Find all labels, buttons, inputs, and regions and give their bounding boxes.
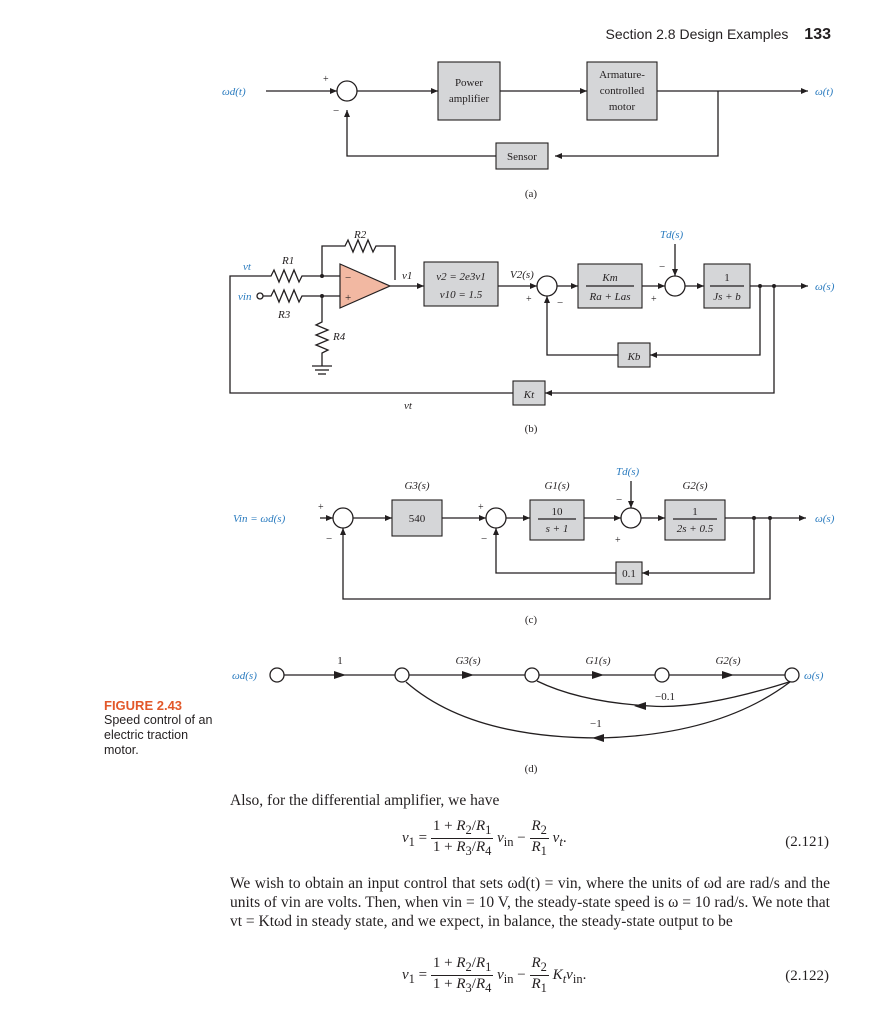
figure-number: FIGURE 2.43 xyxy=(104,698,183,713)
svg-text:Js + b: Js + b xyxy=(713,291,741,303)
svg-text:−1: −1 xyxy=(590,718,602,730)
svg-text:2s + 0.5: 2s + 0.5 xyxy=(677,523,714,535)
svg-text:1: 1 xyxy=(724,272,730,284)
diagram-c: Vin = ωd(s) + − G3(s) 540 + − G1(s) 10 s… xyxy=(233,466,835,626)
svg-text:G1(s): G1(s) xyxy=(585,655,610,667)
svg-text:ω(s): ω(s) xyxy=(804,670,824,682)
svg-text:Power: Power xyxy=(455,77,483,89)
figure-caption-text: Speed control of an electric traction mo… xyxy=(104,713,213,757)
svg-text:Vin = ωd(s): Vin = ωd(s) xyxy=(233,513,286,525)
svg-text:−: − xyxy=(345,272,351,284)
svg-text:+: + xyxy=(651,294,657,305)
svg-text:amplifier: amplifier xyxy=(449,93,490,105)
a-output-label: ω(t) xyxy=(815,86,833,98)
sensor-block xyxy=(495,142,549,170)
armature-motor-block xyxy=(586,61,658,121)
svg-text:G3(s): G3(s) xyxy=(455,655,480,667)
panel-label-b: (b) xyxy=(525,423,538,435)
svg-text:Ra + Las: Ra + Las xyxy=(588,291,630,303)
svg-text:10: 10 xyxy=(552,506,564,518)
diagram-d: ωd(s) 1 G3(s) G1(s) G2(s) ω(s) −0.1 −1 (… xyxy=(232,655,824,775)
svg-text:G2(s): G2(s) xyxy=(715,655,740,667)
svg-text:−: − xyxy=(557,297,563,309)
svg-text:vin: vin xyxy=(238,291,252,303)
svg-text:1: 1 xyxy=(692,506,698,518)
op-amp xyxy=(339,263,392,309)
svg-text:R2: R2 xyxy=(353,229,367,241)
svg-text:1: 1 xyxy=(337,655,343,667)
equation-number-122: (2.122) xyxy=(785,968,829,984)
svg-text:−0.1: −0.1 xyxy=(655,691,675,703)
svg-text:+: + xyxy=(615,535,621,546)
svg-text:ω(s): ω(s) xyxy=(815,513,835,525)
diagram-b: vt R1 vin R3 R2 R4 − + v1 v2 = 2e3v1 v10… xyxy=(229,229,835,435)
svg-text:R4: R4 xyxy=(332,331,346,343)
svg-text:Td(s): Td(s) xyxy=(660,229,684,241)
power-amplifier-block xyxy=(437,61,501,121)
diagram-a: ωd(t) + − Power amplifier Armature- cont… xyxy=(222,61,833,200)
svg-text:Kt: Kt xyxy=(523,389,535,401)
svg-text:Armature-: Armature- xyxy=(599,69,645,81)
figure-2-43: ωd(t) + − Power amplifier Armature- cont… xyxy=(222,61,835,775)
svg-text:+: + xyxy=(478,502,484,513)
g2-block xyxy=(664,499,726,541)
section-title: Section 2.8 Design Examples xyxy=(605,26,789,42)
panel-label-c: (c) xyxy=(525,614,538,626)
svg-text:0.1: 0.1 xyxy=(622,568,636,580)
svg-text:−: − xyxy=(326,533,332,545)
svg-text:v1: v1 xyxy=(402,270,412,282)
page-header: Section 2.8 Design Examples 133 xyxy=(606,26,831,44)
figure-caption: FIGURE 2.43 Speed control of an electric… xyxy=(104,698,224,758)
svg-text:v2 = 2e3v1: v2 = 2e3v1 xyxy=(436,271,486,283)
svg-text:−: − xyxy=(659,261,665,273)
panel-label-a: (a) xyxy=(525,188,538,200)
svg-text:v10 = 1.5: v10 = 1.5 xyxy=(440,289,483,301)
page-number: 133 xyxy=(804,26,831,43)
svg-text:s + 1: s + 1 xyxy=(546,523,569,535)
svg-text:controlled: controlled xyxy=(600,85,645,97)
svg-text:−: − xyxy=(333,105,339,117)
svg-text:R3: R3 xyxy=(277,309,291,321)
svg-text:motor: motor xyxy=(609,101,636,113)
svg-text:V2(s): V2(s) xyxy=(510,269,534,281)
svg-text:Km: Km xyxy=(601,272,617,284)
paragraph-2: We wish to obtain an input control that … xyxy=(230,875,830,930)
equation-number-121: (2.121) xyxy=(785,834,829,850)
svg-text:Kb: Kb xyxy=(627,351,641,363)
svg-text:+: + xyxy=(526,294,532,305)
a-input-label: ωd(t) xyxy=(222,86,246,98)
svg-text:+: + xyxy=(318,502,324,513)
svg-text:vt: vt xyxy=(243,261,252,273)
g1-block xyxy=(529,499,585,541)
svg-text:−: − xyxy=(481,533,487,545)
svg-text:vt: vt xyxy=(404,400,413,412)
svg-text:G1(s): G1(s) xyxy=(544,480,569,492)
svg-text:540: 540 xyxy=(409,513,426,525)
svg-text:Sensor: Sensor xyxy=(507,151,537,163)
svg-text:Td(s): Td(s) xyxy=(616,466,640,478)
panel-label-d: (d) xyxy=(525,763,538,775)
a-sum-junction xyxy=(336,80,358,102)
exp-block xyxy=(423,261,499,307)
svg-text:−: − xyxy=(616,494,622,506)
svg-text:ωd(s): ωd(s) xyxy=(232,670,257,682)
paragraph-1: Also, for the differential amplifier, we… xyxy=(230,792,500,809)
svg-text:+: + xyxy=(323,74,329,85)
svg-text:ω(s): ω(s) xyxy=(815,281,835,293)
svg-text:G2(s): G2(s) xyxy=(682,480,707,492)
svg-text:G3(s): G3(s) xyxy=(404,480,429,492)
svg-text:+: + xyxy=(345,292,351,304)
svg-text:R1: R1 xyxy=(281,255,294,267)
